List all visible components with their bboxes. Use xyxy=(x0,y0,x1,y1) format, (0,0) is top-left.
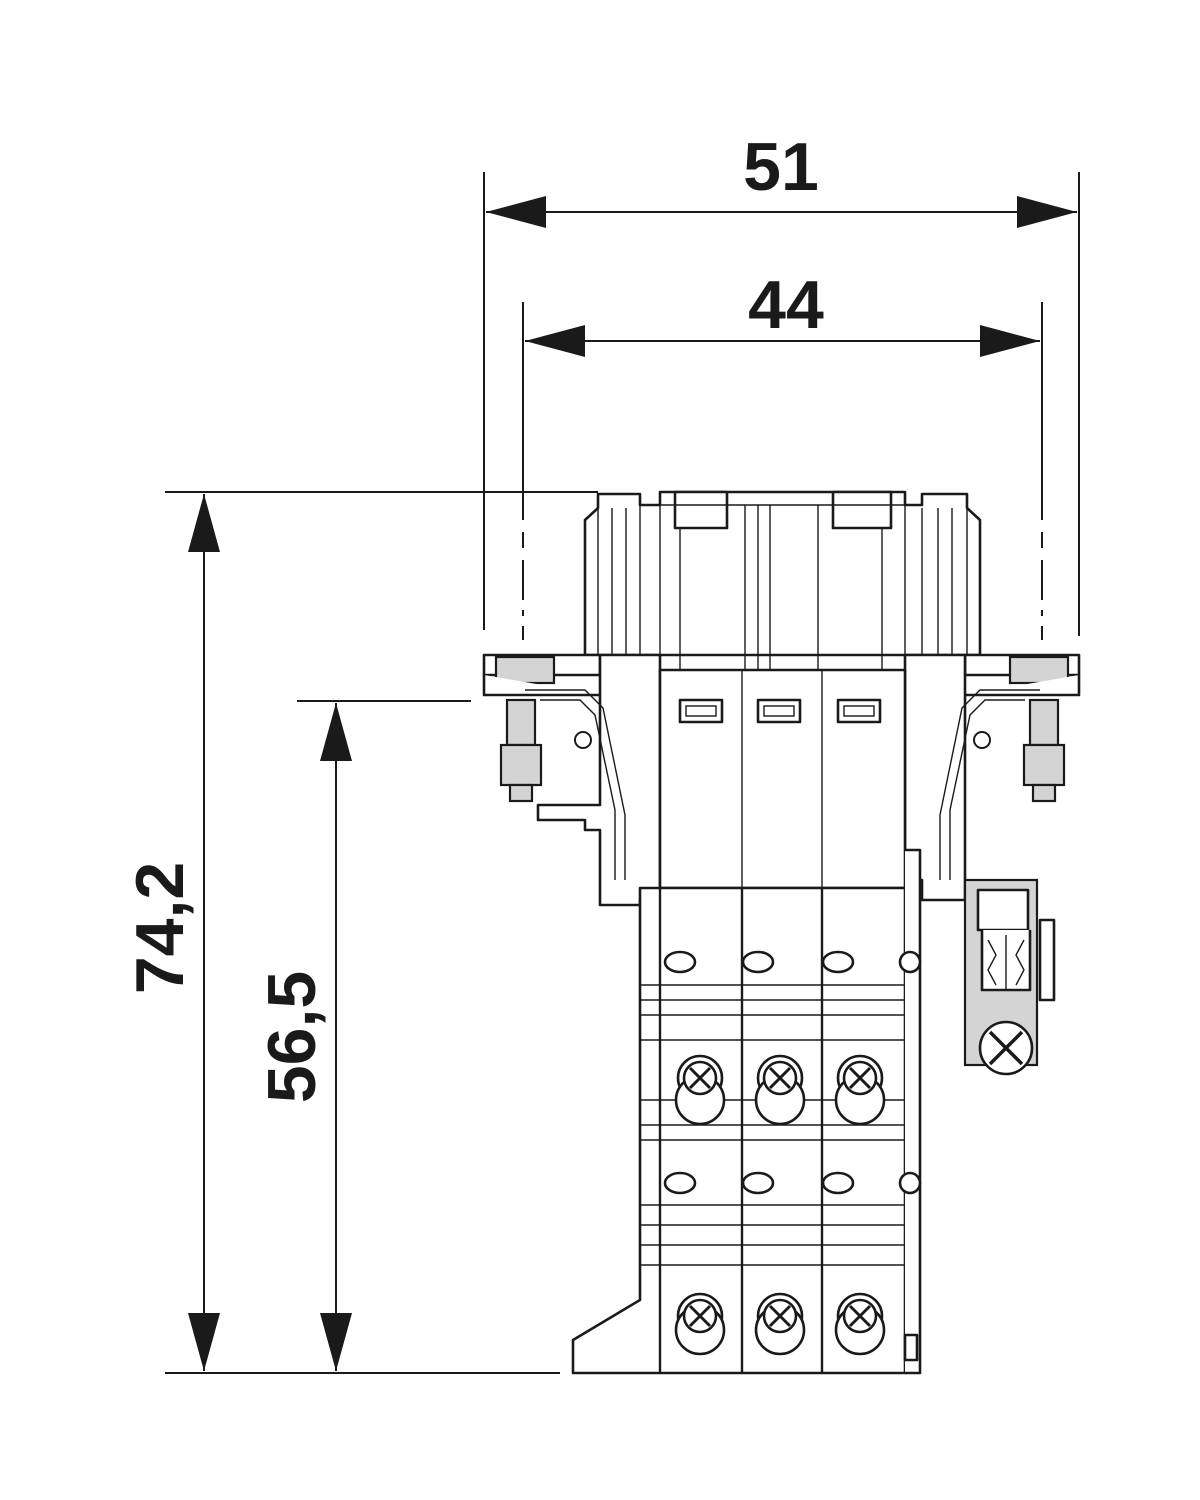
dimension-height-56-5: 56,5 xyxy=(254,700,471,1371)
dimension-label-51: 51 xyxy=(743,129,819,205)
screw-row-upper xyxy=(674,1054,886,1126)
dimension-height-74-2: 74,2 xyxy=(122,491,598,1374)
connector-insert xyxy=(482,490,1081,1375)
contact-carrier xyxy=(640,668,922,890)
dimension-label-56-5: 56,5 xyxy=(254,971,330,1103)
dimension-label-74-2: 74,2 xyxy=(122,862,198,994)
mounting-flange xyxy=(482,653,1081,697)
left-mounting-screw xyxy=(499,698,543,803)
dimension-spacing-44: 44 xyxy=(522,267,1043,640)
dimension-label-44: 44 xyxy=(748,267,824,343)
terminal-block xyxy=(571,848,922,1375)
dimension-width-51: 51 xyxy=(483,129,1080,636)
pe-clamp xyxy=(963,878,1056,1076)
upper-housing xyxy=(583,490,982,670)
right-mounting-screw xyxy=(1022,698,1066,803)
screw-row-lower xyxy=(674,1292,886,1356)
